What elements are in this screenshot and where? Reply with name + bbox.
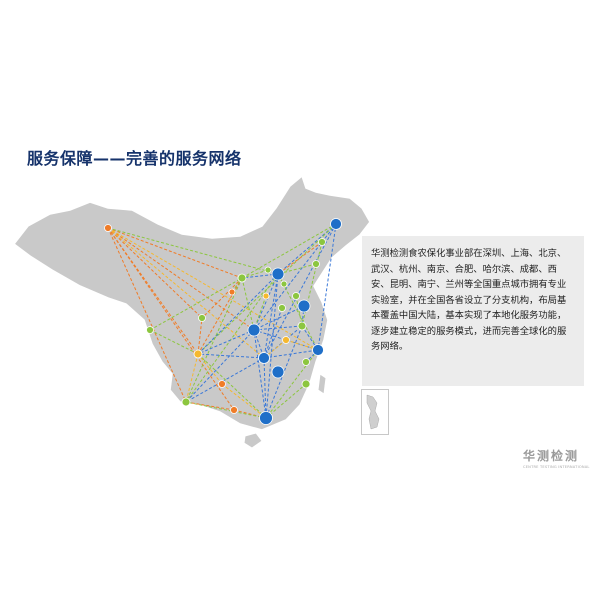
city-node-jinan <box>292 292 300 300</box>
route-line-harbin-shanghai <box>317 223 337 351</box>
description-text: 华测检测食农保化事业部在深圳、上海、北京、武汉、杭州、南京、合肥、哈尔滨、成都、… <box>371 248 567 352</box>
route-line-urumqi-shanghai <box>107 227 319 351</box>
route-line-qingdao-xian <box>253 305 305 331</box>
hainan-island <box>243 432 263 449</box>
route-line-wuhan-guangzhou <box>263 357 267 419</box>
city-node-lanzhou <box>237 273 247 283</box>
city-node-hangzhou <box>302 358 310 366</box>
route-line-beijing-shanghai <box>277 273 319 351</box>
route-line-shenyang-beijing <box>277 241 323 275</box>
city-node-xian <box>247 323 261 337</box>
route-line-xian-nanjing <box>253 325 303 331</box>
route-line-wuhan-chengdu <box>197 353 265 359</box>
city-node-qingdao <box>297 299 311 313</box>
route-line-harbin-wuhan <box>263 223 337 359</box>
south-china-sea-inset <box>361 389 389 435</box>
route-line-xian-kunming <box>185 329 255 403</box>
city-node-shanghai <box>312 344 324 356</box>
route-line-urumqi-wuhan <box>107 227 265 359</box>
route-line-urumqi-nanning <box>107 227 235 411</box>
china-map-shape <box>12 174 371 431</box>
city-node-shenyang <box>318 238 326 246</box>
route-line-lanzhou-xining <box>201 277 243 319</box>
city-node-urumqi <box>104 224 112 232</box>
city-node-nanjing <box>297 321 307 331</box>
route-line-jinan-nanjing <box>295 295 303 327</box>
city-node-taiyuan <box>262 292 270 300</box>
route-line-urumqi-xining <box>107 227 203 319</box>
route-line-nanjing-guangzhou <box>265 325 303 419</box>
route-line-shanghai-guangzhou <box>265 349 319 419</box>
city-node-harbin <box>330 218 342 230</box>
city-node-wuhan <box>258 352 270 364</box>
route-line-xian-chengdu <box>197 329 255 355</box>
logo-name-cn: 华测检测 <box>523 449 580 463</box>
route-line-chengdu-xining <box>197 317 203 355</box>
route-line-nanning-kunming <box>185 401 235 411</box>
route-line-lhasa-lanzhou <box>149 277 243 331</box>
city-node-zhengzhou <box>278 304 286 312</box>
route-line-urumqi-beijing <box>107 227 279 275</box>
route-line-hohhot-lanzhou <box>241 269 269 279</box>
city-node-changsha <box>271 365 285 379</box>
route-line-wuhan-nanjing <box>263 325 303 359</box>
route-line-guangzhou-fuzhou <box>265 383 307 419</box>
city-node-shijiazhuang <box>280 280 288 288</box>
city-node-xining <box>198 314 206 322</box>
taiwan-island <box>317 373 327 395</box>
logo-name-en: CENTRE TESTING INTERNATIONAL <box>523 465 590 469</box>
route-line-lanzhou-xian <box>241 277 255 331</box>
route-line-lanzhou-kunming <box>185 277 243 403</box>
route-line-zhengzhou-wuhan <box>263 307 283 359</box>
route-line-harbin-beijing <box>277 223 337 275</box>
route-line-beijing-chengdu <box>197 273 279 355</box>
city-node-guiyang <box>218 380 226 388</box>
city-node-dalian <box>312 260 320 268</box>
service-city-nodes <box>104 218 342 425</box>
route-line-dalian-beijing <box>277 263 317 275</box>
city-node-nanning <box>230 406 238 414</box>
city-node-lhasa <box>146 326 154 334</box>
route-line-urumqi-kunming <box>107 227 187 403</box>
route-line-beijing-guangzhou <box>265 273 279 419</box>
city-node-hohhot <box>264 266 272 274</box>
city-node-hefei <box>282 336 290 344</box>
route-line-guiyang-guangzhou <box>221 383 267 419</box>
description-box: 华测检测食农保化事业部在深圳、上海、北京、武汉、杭州、南京、合肥、哈尔滨、成都、… <box>362 236 584 386</box>
city-node-guangzhou <box>259 411 273 425</box>
route-line-beijing-xian <box>253 273 279 331</box>
route-line-harbin-lanzhou <box>241 223 337 279</box>
route-line-beijing-wuhan <box>263 273 279 359</box>
page-title: 服务保障——完善的服务网络 <box>27 149 242 168</box>
city-node-beijing <box>271 267 285 281</box>
route-line-chengdu-guiyang <box>197 353 223 385</box>
city-node-kunming <box>181 397 191 407</box>
route-line-lhasa-chengdu <box>149 329 199 355</box>
city-node-fuzhou <box>301 379 311 389</box>
company-logo: 华测检测 CENTRE TESTING INTERNATIONAL <box>523 447 595 473</box>
city-node-yinchuan <box>228 288 236 296</box>
city-node-chengdu <box>193 349 203 359</box>
route-line-urumqi-lanzhou <box>107 227 243 279</box>
route-line-harbin-chengdu <box>197 223 337 355</box>
route-line-guangzhou-chengdu <box>197 353 267 419</box>
route-line-chengdu-kunming <box>185 353 199 403</box>
